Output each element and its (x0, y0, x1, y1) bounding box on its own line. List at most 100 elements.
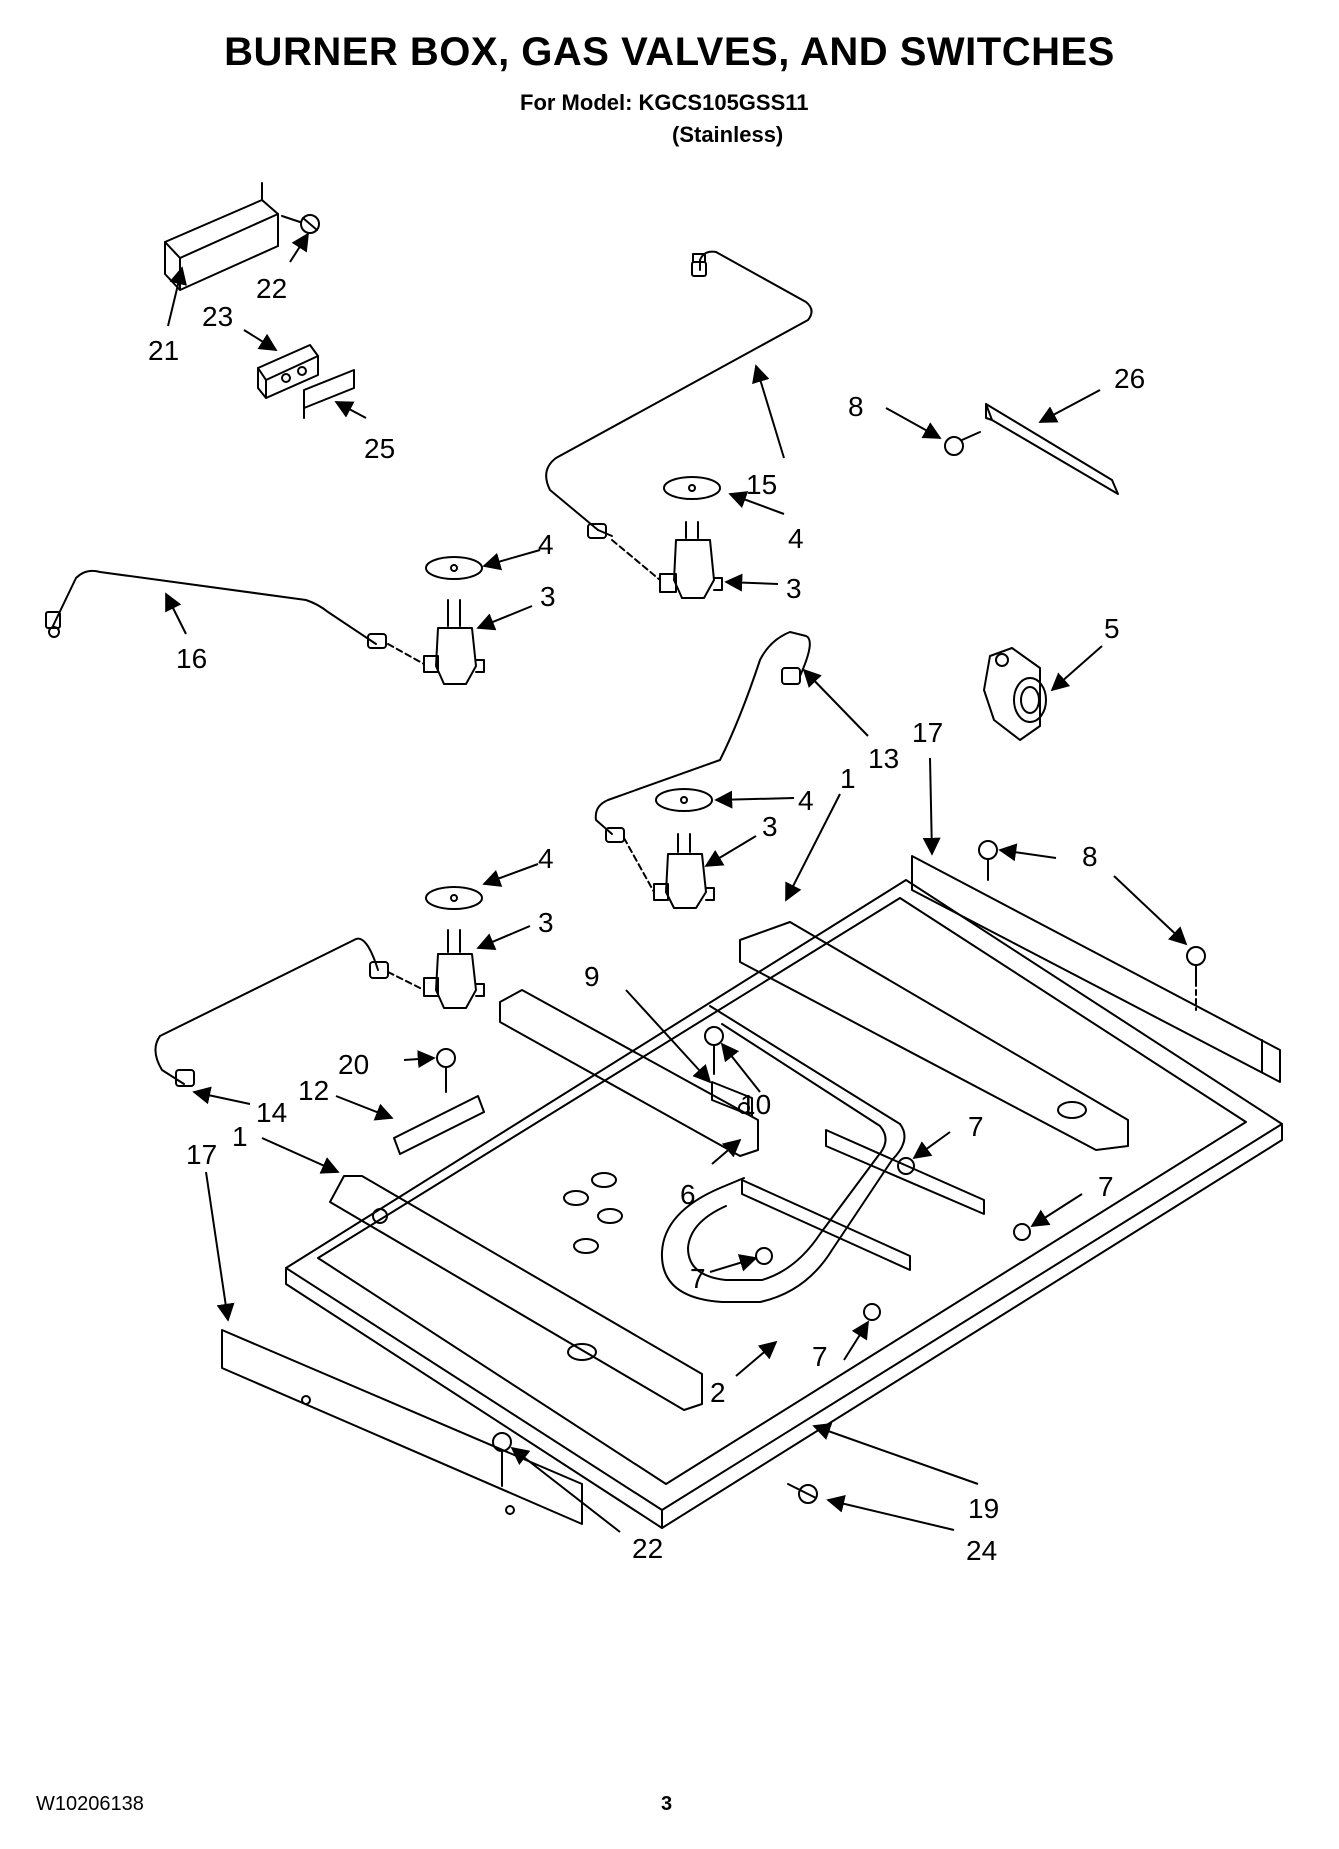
callout-4: 4 (538, 843, 554, 874)
part-14-tube (154, 937, 425, 1087)
leader-7-d (843, 1320, 869, 1361)
leader-24 (826, 1494, 955, 1531)
leader-25 (334, 401, 367, 419)
leader-7-a (912, 1131, 951, 1160)
part-12-bracket (393, 1095, 485, 1155)
pan-burner-holes (563, 1172, 623, 1254)
leader-4-lower (482, 863, 539, 887)
callout-12: 12 (298, 1075, 329, 1106)
callout-3: 3 (762, 811, 778, 842)
leader-3-middle (704, 835, 757, 867)
callout-1: 1 (232, 1121, 248, 1152)
part-9-plate (711, 1081, 753, 1117)
leader-16 (165, 592, 187, 635)
leader-12 (335, 1095, 394, 1121)
part-24-screw (787, 1483, 818, 1504)
leader-15 (752, 364, 785, 459)
leader-23 (243, 329, 278, 351)
part-5-regulator (983, 647, 1047, 741)
doc-number: W10206138 (36, 1793, 144, 1815)
callout-4: 4 (788, 523, 804, 554)
callout-8: 8 (1082, 841, 1098, 872)
leader-3-lower (476, 925, 531, 950)
part-22-screw-front (492, 1432, 512, 1487)
part-7-screws (755, 1157, 1031, 1321)
callout-4: 4 (798, 785, 814, 816)
callout-15: 15 (746, 469, 777, 500)
callout-23: 23 (202, 301, 233, 332)
leader-13 (802, 668, 869, 737)
leader-19 (812, 1422, 979, 1485)
leader-8-top (885, 407, 942, 439)
leader-4-left (482, 549, 541, 571)
callout-10: 10 (740, 1089, 771, 1120)
callout-8: 8 (848, 391, 864, 422)
callout-21: 21 (148, 335, 179, 366)
leader-4-upper (728, 491, 785, 515)
leader-8-right (998, 843, 1057, 862)
model-variant: (Stainless) (672, 122, 784, 147)
leader-26 (1038, 389, 1101, 423)
leader-17-right (922, 757, 941, 856)
part-17-rail-front (221, 1329, 583, 1525)
part-3-valve-upper (587, 476, 723, 599)
callout-22: 22 (632, 1533, 663, 1564)
callout-3: 3 (540, 581, 556, 612)
part-3-valve-middle (605, 788, 715, 909)
part-15-tube (545, 250, 813, 531)
part-20-screw (436, 1048, 456, 1093)
part-3-valve-left (367, 556, 485, 685)
page-number: 3 (661, 1793, 673, 1815)
part-22-screw (281, 214, 320, 234)
callout-9: 9 (584, 961, 600, 992)
leader-5 (1050, 645, 1103, 692)
part-8-screw-upper (944, 431, 981, 456)
part-2-burner-tube (660, 1005, 906, 1303)
model-number: For Model: KGCS105GSS11 (520, 90, 809, 115)
callout-16: 16 (176, 643, 207, 674)
leader-8-right2 (1113, 875, 1188, 946)
leader-7-b (1030, 1193, 1083, 1227)
leader-6 (711, 1138, 742, 1165)
part-10-screw (704, 1026, 724, 1075)
callout-24: 24 (966, 1535, 997, 1566)
leader-3-upper (724, 573, 779, 592)
part-3-valve-lower (423, 886, 485, 1009)
callout-14: 14 (256, 1097, 287, 1128)
page-title: BURNER BOX, GAS VALVES, AND SWITCHES (224, 30, 1115, 74)
part-16-tube (45, 569, 377, 645)
callout-4: 4 (538, 529, 554, 560)
callout-5: 5 (1104, 613, 1120, 644)
callout-3: 3 (786, 573, 802, 604)
part-19-burner-box (285, 879, 1283, 1529)
leader-1-rear (785, 793, 841, 902)
part-8-screw-right (978, 840, 1206, 1011)
callout-25: 25 (364, 433, 395, 464)
leader-21 (167, 266, 187, 327)
callout-26: 26 (1114, 363, 1145, 394)
leader-1-front (261, 1137, 340, 1174)
part-13-tube (594, 631, 811, 835)
part-23-switch (257, 344, 319, 399)
callout-1: 1 (840, 763, 856, 794)
part-1-bracket-front (329, 1175, 703, 1411)
callout-7: 7 (1098, 1171, 1114, 1202)
part-26-bar (985, 403, 1119, 495)
leader-22-front (510, 1446, 621, 1533)
leader-4-middle (714, 790, 795, 809)
callout-2: 2 (710, 1377, 726, 1408)
leader-22 (289, 232, 309, 263)
leader-10 (720, 1042, 761, 1093)
part-25-switch-bracket (303, 369, 355, 419)
leader-9 (625, 989, 712, 1084)
part-6-support (499, 989, 759, 1157)
callout-22: 22 (256, 273, 287, 304)
callout-labels: 22 21 23 25 15 8 26 4 4 3 3 16 5 13 17 1… (148, 273, 1145, 1566)
callout-7: 7 (690, 1263, 706, 1294)
callout-6: 6 (680, 1179, 696, 1210)
part-1-bracket-rear (739, 921, 1129, 1151)
callout-17: 17 (912, 717, 943, 748)
callout-7: 7 (812, 1341, 828, 1372)
leader-7-c (709, 1254, 758, 1273)
